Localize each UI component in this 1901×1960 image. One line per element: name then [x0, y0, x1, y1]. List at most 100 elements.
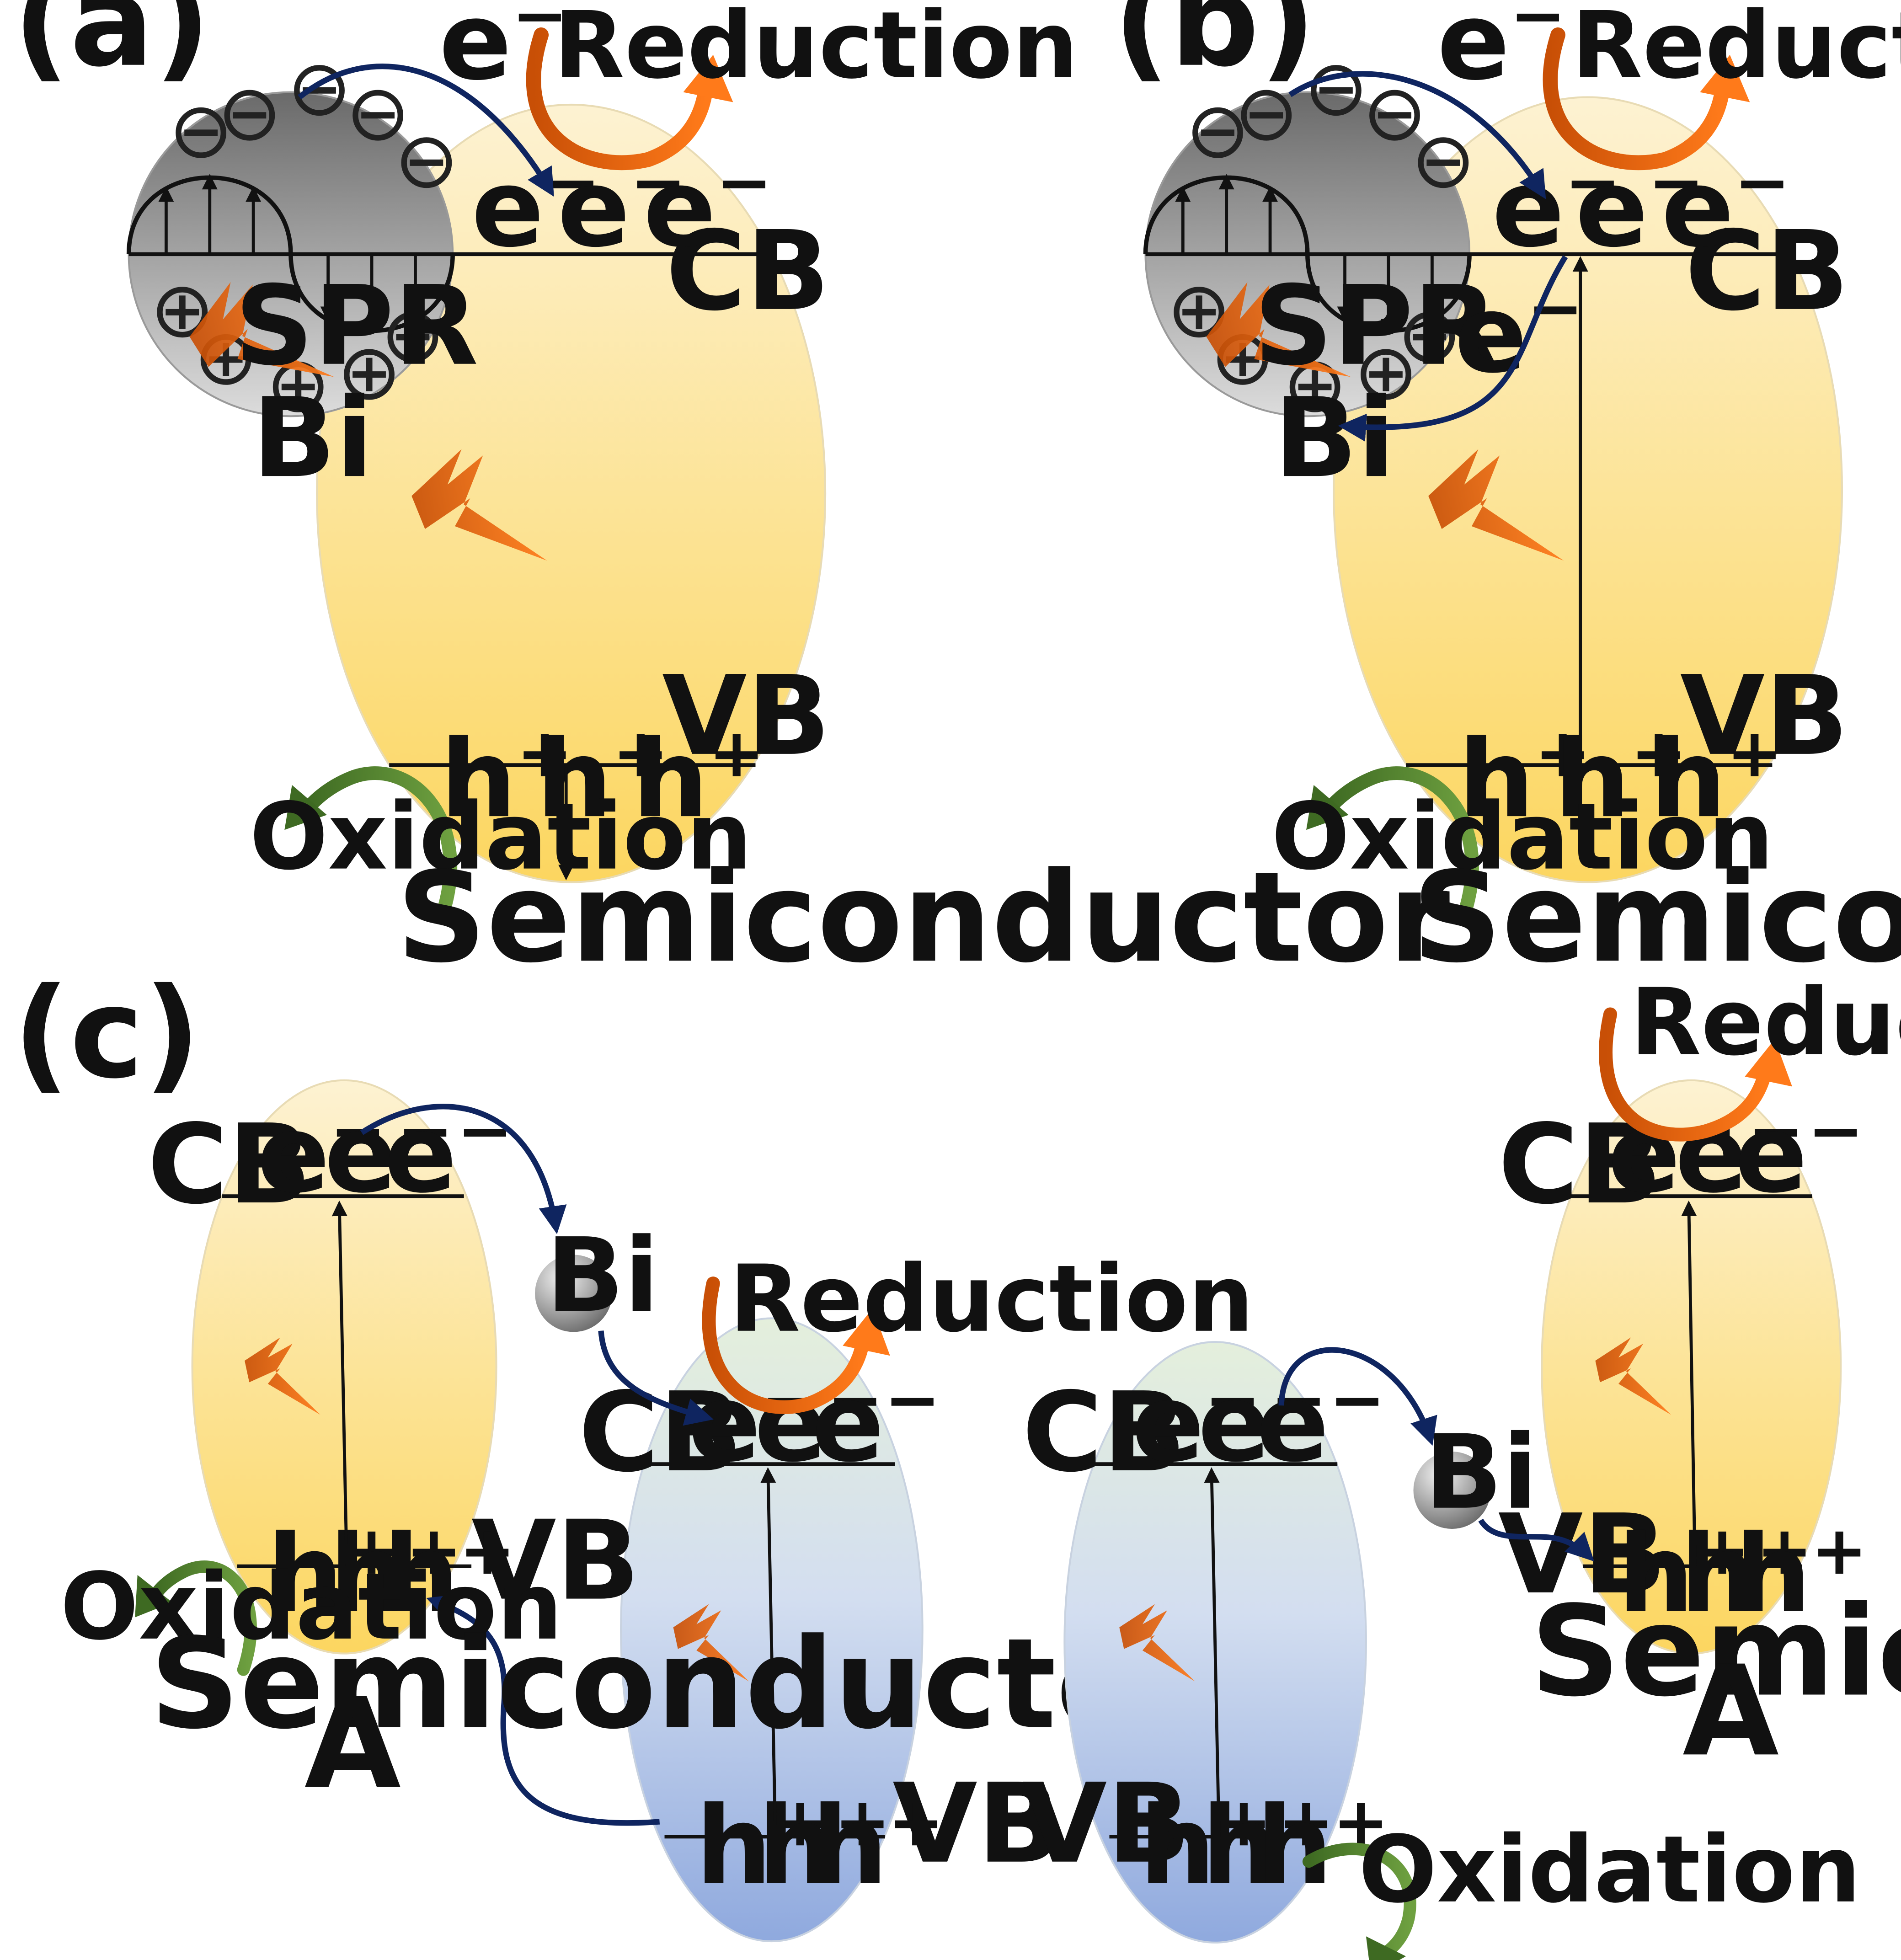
panel-label-a: (a)	[13, 0, 211, 95]
electron-to-bi-arrow	[1278, 1347, 1437, 1446]
oxidation-arrow	[1319, 766, 1479, 924]
svg-text:e−: e−	[1198, 1360, 1327, 1486]
panel-b: (b) ⊖ ⊖ ⊖ ⊖ ⊖ ⊕ ⊕ ⊕ ⊕ ⊕ SPR Bi	[1113, 0, 1901, 990]
reduction-label: Reduction	[729, 1245, 1254, 1353]
semiconductor-label: Semiconductor	[397, 845, 1451, 990]
svg-text:h+: h+	[1650, 714, 1783, 842]
panel-label-b: (b)	[1113, 0, 1316, 95]
reduction-arrow	[526, 27, 713, 171]
panel-c: (c) CB VB CB VB e− e− e− h+ h+ h+	[13, 961, 1901, 1960]
oxidation-arrow	[146, 1560, 257, 1676]
hole-transfer-arrow	[426, 1594, 660, 1826]
excitation-arrow-a	[331, 1200, 348, 1566]
electron-transfer-arrow	[1288, 71, 1546, 199]
semiconductor-a-label-line1: Semiconductor	[1531, 1579, 1901, 1724]
svg-text:h+: h+	[267, 1511, 400, 1637]
oxidation-label: Oxidation	[1271, 783, 1774, 891]
cb-b-label: CB	[578, 1368, 742, 1496]
svg-text:e−: e−	[1661, 143, 1790, 271]
semiconductor-a-label-line2: A	[304, 1672, 402, 1816]
oxidation-label: Oxidation	[1359, 1816, 1861, 1923]
svg-text:h+: h+	[632, 714, 765, 842]
svg-text:h+: h+	[536, 714, 669, 842]
vb-b-holes: h+ h+ h+	[696, 1783, 945, 1908]
svg-text:⊖: ⊖	[346, 68, 411, 158]
electron-label: e−	[1454, 269, 1583, 397]
cb-b-electrons: e− e− e−	[1132, 1360, 1386, 1486]
svg-text:e−: e−	[754, 1360, 883, 1486]
bi-label: Bi	[546, 1216, 659, 1335]
reduction-label: Reduction	[1572, 0, 1901, 99]
svg-text:h+: h+	[758, 1783, 891, 1908]
svg-text:e−: e−	[1256, 1360, 1385, 1486]
svg-text:⊖: ⊖	[1411, 115, 1476, 205]
vb-a-holes: h+ h+ h+	[267, 1511, 516, 1637]
oxidation-label: Oxidation	[60, 1553, 563, 1661]
oxidation-arrow	[297, 766, 457, 924]
svg-text:h+: h+	[1680, 1511, 1813, 1637]
reduction-arrow	[702, 1276, 870, 1414]
bi-label: Bi	[252, 374, 373, 502]
positive-charges: ⊕ ⊕ ⊕ ⊕ ⊕	[150, 265, 445, 430]
svg-text:h+: h+	[383, 1511, 516, 1637]
svg-text:⊖: ⊖	[169, 85, 234, 175]
electron-transfer-arrow	[298, 64, 554, 197]
reduction-label: Reduction	[1630, 969, 1901, 1076]
oxidation-arrow	[1302, 1843, 1416, 1960]
panel-label-c: (c)	[13, 961, 201, 1106]
svg-text:h+: h+	[696, 1783, 828, 1908]
svg-text:e−: e−	[643, 143, 772, 271]
vb-b-label: VB	[1022, 1760, 1191, 1888]
svg-text:⊖: ⊖	[394, 115, 459, 205]
electron-to-bi-arrow	[360, 1104, 567, 1234]
cb-label: CB	[666, 207, 830, 335]
vb-a-label: VB	[471, 1497, 640, 1625]
svg-text:⊖: ⊖	[217, 68, 282, 158]
cb-electrons: e− e− e−	[1492, 143, 1790, 271]
svg-text:⊖: ⊖	[287, 43, 352, 133]
panel-a: (a) ⊖ ⊖ ⊖ ⊖ ⊖ ⊕ ⊕ ⊕ ⊕ ⊕ SPR Bi	[13, 0, 1451, 990]
scheme-left: CB VB CB VB e− e− e− h+ h+ h+ e− e− e− h…	[60, 1079, 1254, 1943]
cb-a-label: CB	[148, 1100, 312, 1228]
vb-holes: h+ h+ h+	[440, 714, 765, 842]
svg-text:h+: h+	[812, 1783, 944, 1908]
cb-b-label: CB	[1022, 1368, 1186, 1496]
negative-charges: ⊖ ⊖ ⊖ ⊖ ⊖	[169, 43, 459, 205]
cb-a-electrons: e− e− e−	[257, 1091, 513, 1217]
excitation-arrow-b	[1204, 1467, 1221, 1837]
bi-particle	[1413, 1452, 1491, 1529]
svg-text:⊕: ⊕	[1397, 289, 1462, 379]
semiconductor-a-label-line1: Semiconductor	[150, 1612, 1204, 1757]
svg-text:⊕: ⊕	[1354, 327, 1419, 417]
svg-text:h+: h+	[1554, 714, 1687, 842]
cb-a-electrons: e− e− e−	[1608, 1091, 1864, 1217]
vb-label: VB	[662, 652, 830, 780]
bi-label: Bi	[1425, 1413, 1538, 1532]
svg-text:h+: h+	[329, 1511, 462, 1637]
svg-text:⊕: ⊕	[380, 289, 445, 379]
svg-text:e−: e−	[812, 1360, 940, 1486]
reduction-label: Reduction	[554, 0, 1078, 99]
field-arrows	[1175, 174, 1440, 335]
vb-a-holes: h+ h+ h+	[1618, 1511, 1867, 1637]
semiconductor-a-ellipse	[191, 1079, 497, 1655]
bi-to-cb-b-arrow	[598, 1330, 714, 1426]
bi-label: Bi	[1274, 374, 1395, 502]
reduction-arrow	[1599, 1007, 1772, 1142]
svg-text:h+: h+	[1735, 1511, 1868, 1637]
svg-text:e−: e−	[1492, 143, 1621, 271]
svg-text:⊖: ⊖	[1234, 68, 1299, 158]
vb-label: VB	[1680, 652, 1848, 780]
bi-to-vb-a-arrow	[1478, 1518, 1595, 1562]
negative-charges: ⊖ ⊖ ⊖ ⊖ ⊖	[1185, 43, 1476, 205]
svg-text:h+: h+	[1139, 1783, 1272, 1908]
svg-text:e−: e−	[1735, 1091, 1864, 1217]
semiconductor-label: Semiconductor	[1412, 845, 1901, 990]
svg-text:⊖: ⊖	[1185, 85, 1250, 175]
field-arrows	[158, 174, 423, 335]
vb-b-label: VB	[892, 1760, 1061, 1888]
excitation-arrow-a	[1681, 1200, 1697, 1566]
svg-text:⊖: ⊖	[1304, 43, 1369, 133]
spr-label: SPR	[1254, 262, 1498, 390]
